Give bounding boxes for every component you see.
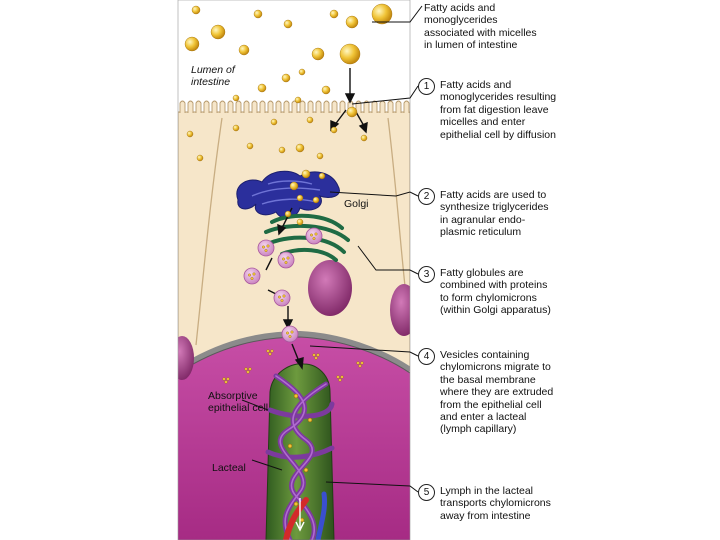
lipid-droplet bbox=[185, 37, 199, 51]
microvillus bbox=[268, 101, 273, 113]
microvillus bbox=[292, 101, 297, 113]
lipid-droplet bbox=[197, 155, 203, 161]
step-4-number: 4 bbox=[418, 348, 435, 365]
lipid-droplet bbox=[319, 173, 325, 179]
nucleus-left bbox=[170, 336, 194, 380]
step-3-number: 3 bbox=[418, 266, 435, 283]
microvillus bbox=[396, 101, 401, 113]
step-1-number: 1 bbox=[418, 78, 435, 95]
microvillus bbox=[332, 101, 337, 113]
microvillus bbox=[236, 101, 241, 113]
lipid-droplet bbox=[211, 25, 225, 39]
lipid-droplet bbox=[340, 44, 360, 64]
lipid-droplet bbox=[322, 86, 330, 94]
absorptive-cell-label: Absorptive epithelial cell bbox=[208, 390, 276, 415]
chylomicron-vesicle bbox=[258, 240, 274, 256]
lipid-droplet bbox=[279, 147, 285, 153]
microvillus bbox=[284, 101, 289, 113]
microvillus bbox=[196, 101, 201, 113]
microvillus bbox=[220, 101, 225, 113]
lipid-droplet bbox=[192, 6, 200, 14]
lipid-droplet bbox=[312, 48, 324, 60]
lipid-droplet bbox=[307, 117, 313, 123]
microvillus bbox=[372, 101, 377, 113]
microvillus bbox=[180, 101, 185, 113]
microvillus bbox=[244, 101, 249, 113]
lipid-droplet bbox=[361, 135, 367, 141]
step-3-text: Fatty globules are combined with protein… bbox=[440, 267, 558, 317]
microvillus bbox=[404, 101, 409, 113]
lipid-droplet bbox=[247, 143, 253, 149]
lipid-droplet bbox=[317, 153, 323, 159]
lipid-droplet bbox=[313, 197, 319, 203]
step-1-text: Fatty acids and monoglycerides resulting… bbox=[440, 79, 558, 141]
step-5-text: Lymph in the lacteal transports chylomic… bbox=[440, 485, 558, 522]
lipid-droplet bbox=[346, 16, 358, 28]
golgi-label: Golgi bbox=[344, 198, 369, 210]
chylomicron-vesicle bbox=[244, 268, 260, 284]
lipid-droplet bbox=[330, 10, 338, 18]
microvillus bbox=[276, 101, 281, 113]
lipid-droplet bbox=[297, 195, 303, 201]
step-2-text: Fatty acids are used to synthesize trigl… bbox=[440, 189, 558, 239]
microvillus bbox=[388, 101, 393, 113]
lipid-droplet bbox=[290, 182, 298, 190]
lipid-droplet bbox=[347, 107, 357, 117]
chylomicron-vesicle bbox=[274, 290, 290, 306]
microvillus bbox=[212, 101, 217, 113]
microvillus bbox=[260, 101, 265, 113]
microvillus bbox=[252, 101, 257, 113]
lipid-droplet bbox=[285, 211, 291, 217]
step-5-number: 5 bbox=[418, 484, 435, 501]
lipid-droplet bbox=[239, 45, 249, 55]
lumen-label: Lumen of intestine bbox=[191, 64, 261, 89]
microvillus bbox=[300, 101, 305, 113]
nucleus-right bbox=[390, 284, 418, 336]
step-2-number: 2 bbox=[418, 188, 435, 205]
lacteal-vessel bbox=[266, 364, 334, 540]
nucleus-center bbox=[308, 260, 352, 316]
microvilli bbox=[180, 101, 409, 113]
microvillus bbox=[204, 101, 209, 113]
microvillus bbox=[308, 101, 313, 113]
lacteal-label: Lacteal bbox=[212, 462, 246, 474]
step-4-text: Vesicles containing chylomicrons migrate… bbox=[440, 349, 558, 436]
microvillus bbox=[316, 101, 321, 113]
micelle-callout: Fatty acids and monoglycerides associate… bbox=[424, 2, 544, 52]
lipid-droplet bbox=[295, 97, 301, 103]
chylomicron-vesicle bbox=[282, 326, 298, 342]
lipid-droplet bbox=[271, 119, 277, 125]
microvillus bbox=[228, 101, 233, 113]
lipid-droplet bbox=[296, 144, 304, 152]
microvillus bbox=[324, 101, 329, 113]
lipid-droplet bbox=[254, 10, 262, 18]
lipid-droplet bbox=[233, 95, 239, 101]
lipid-droplet bbox=[302, 170, 310, 178]
lipid-droplet bbox=[299, 69, 305, 75]
lipid-droplet bbox=[233, 125, 239, 131]
chylomicron-vesicle bbox=[306, 228, 322, 244]
lipid-droplet bbox=[187, 131, 193, 137]
lipid-droplet bbox=[282, 74, 290, 82]
microvillus bbox=[188, 101, 193, 113]
lipid-droplet bbox=[331, 127, 337, 133]
lipid-droplet bbox=[284, 20, 292, 28]
microvillus bbox=[380, 101, 385, 113]
lipid-droplet bbox=[297, 219, 303, 225]
lipid-droplet bbox=[372, 4, 392, 24]
chylomicron-vesicle bbox=[278, 252, 294, 268]
